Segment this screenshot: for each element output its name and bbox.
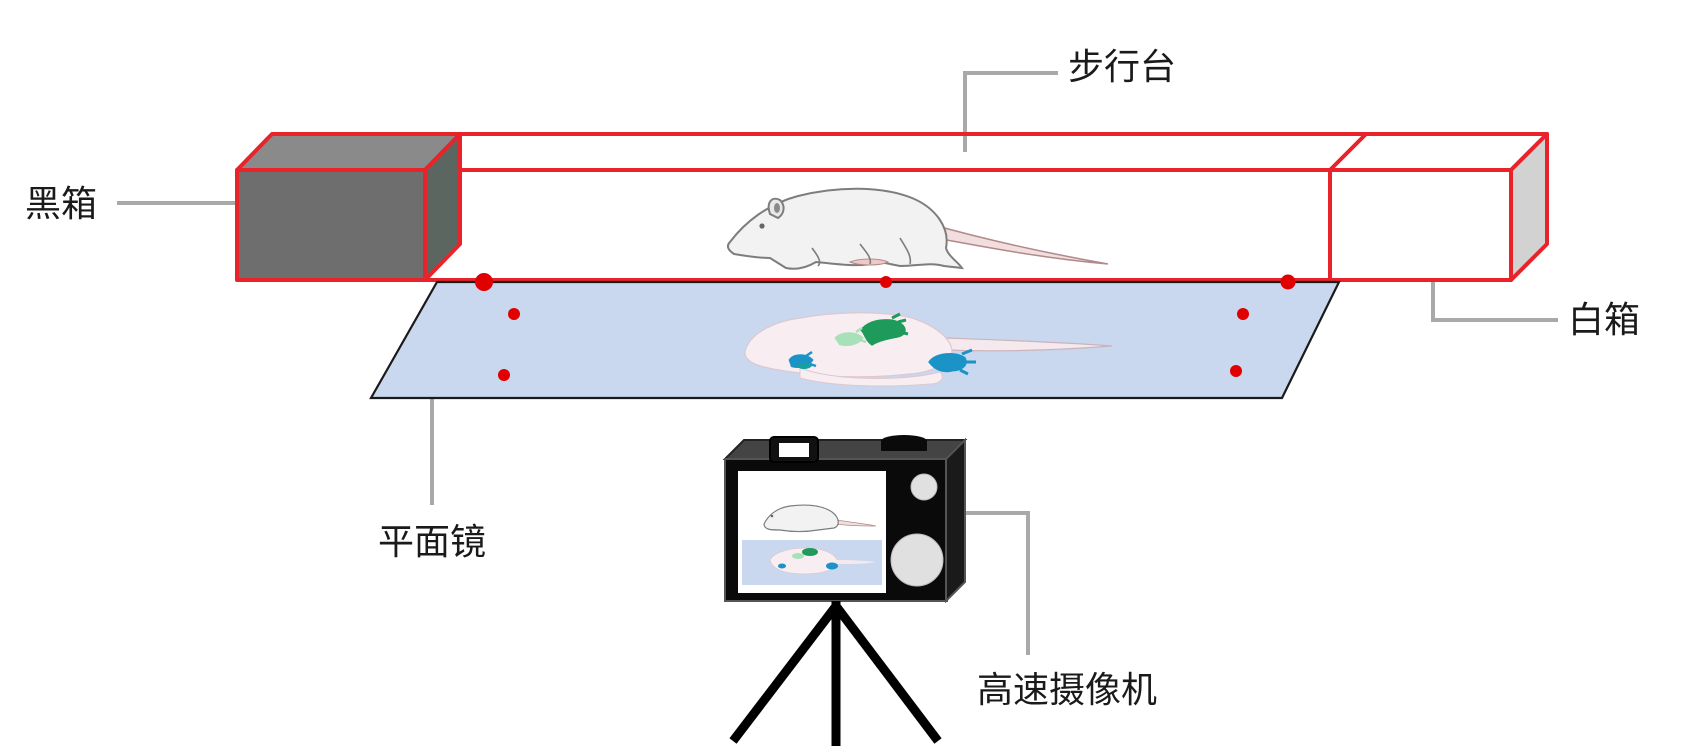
screen-paw-blue-right: [826, 562, 838, 570]
white-box-front: [1328, 168, 1513, 282]
paw-print-green: [859, 312, 909, 346]
walkway-leader: [963, 71, 1058, 152]
camera-large-button: [890, 533, 944, 587]
black-box-front: [235, 168, 427, 282]
camera-label: 高速摄像机: [977, 670, 1158, 711]
paw-print-teal-small: [796, 363, 812, 369]
marker-dot: [475, 273, 493, 291]
reflection-tail: [944, 337, 1113, 352]
camera-small-button: [910, 473, 938, 501]
marker-dot: [1230, 365, 1242, 377]
rat-leg-lines: [811, 237, 912, 267]
marker-dot: [880, 276, 892, 288]
camera-dial-base: [881, 441, 927, 451]
paw-print-light-green: [834, 326, 867, 346]
black-box-side: [423, 132, 462, 282]
white-box: [1328, 132, 1549, 282]
rat-underside-reflection-icon: [744, 312, 1113, 387]
rat-side-view-icon: [726, 187, 1109, 270]
camera-top: [722, 439, 968, 460]
camera-icon: [722, 435, 968, 604]
reflection-lower-part: [799, 367, 943, 387]
rat-eye: [759, 223, 765, 229]
black-box-label: 黑箱: [25, 184, 98, 225]
white-box-side: [1509, 132, 1549, 282]
marker-dot: [1237, 308, 1249, 320]
screen-paw-green: [802, 548, 818, 556]
tripod-leg-right: [832, 603, 942, 744]
screen-paw-blue-left: [778, 563, 786, 569]
screen-rat-reflection-icon: [769, 547, 876, 575]
paw-print-blue-left: [788, 350, 817, 368]
rat-foot-pink: [848, 258, 890, 266]
mirror-label: 平面镜: [378, 522, 487, 563]
rat-body: [726, 187, 965, 270]
tripod-leg-left: [729, 603, 840, 744]
black-box-top: [235, 132, 462, 172]
camera-viewfinder-window: [779, 443, 809, 457]
white-box-label: 白箱: [1568, 300, 1641, 341]
black-box: [235, 132, 462, 282]
tripod-icon: [729, 601, 942, 746]
paw-print-blue-right: [928, 348, 976, 376]
camera-body-side: [945, 437, 966, 604]
rat-ear-inner: [774, 203, 780, 213]
calibration-markers: [475, 273, 1296, 381]
marker-dot: [1280, 274, 1296, 290]
screen-paw-light-green: [792, 553, 804, 559]
walkway-label: 步行台: [1068, 47, 1177, 88]
marker-dot: [498, 369, 510, 381]
marker-dot: [508, 308, 520, 320]
screen-rat-side-icon: [763, 504, 877, 533]
